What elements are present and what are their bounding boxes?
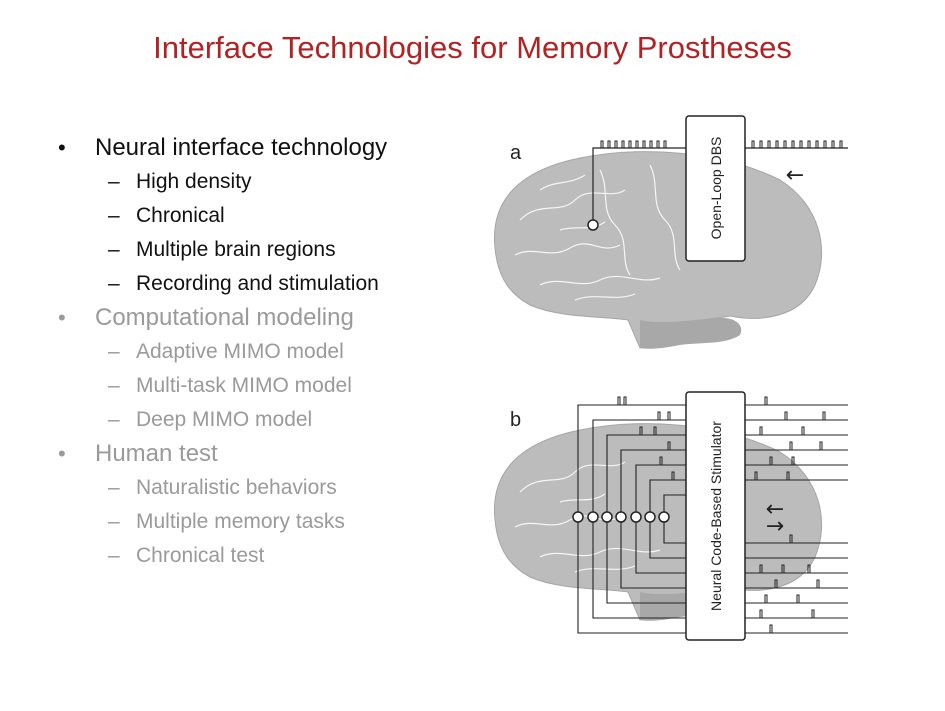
electrode-array <box>572 511 670 523</box>
subitem: –Multi-task MIMO model <box>58 369 438 403</box>
panel-a-label: a <box>510 142 522 164</box>
dash-icon: – <box>108 374 120 397</box>
subitem: –Adaptive MIMO model <box>58 335 438 369</box>
bullet-dot-icon: • <box>58 305 66 330</box>
bullet-label: Human test <box>95 440 218 467</box>
subitem-label: Chronical test <box>136 544 265 567</box>
subitem: –Chronical <box>58 199 438 233</box>
arrow-left-icon: ← <box>766 497 784 522</box>
stimulator-box-label: Neural Code-Based Stimulator <box>708 421 724 611</box>
subitem-label: Naturalistic behaviors <box>136 476 337 499</box>
stimulator-box <box>685 391 746 641</box>
subitem: –High density <box>58 165 438 199</box>
arrow-left-icon: ← <box>786 163 804 188</box>
dbs-box <box>685 115 746 262</box>
bullet-dot-icon: • <box>58 441 66 466</box>
dash-icon: – <box>108 408 120 431</box>
bullet-label: Neural interface technology <box>95 134 388 161</box>
subitem-label: Adaptive MIMO model <box>136 340 344 363</box>
dash-icon: – <box>108 204 120 227</box>
electrode-4 <box>615 511 627 523</box>
subitem: –Chronical test <box>58 539 438 573</box>
subitem: –Naturalistic behaviors <box>58 471 438 505</box>
subitem-label: Multiple memory tasks <box>136 510 345 533</box>
subitem: –Multiple brain regions <box>58 233 438 267</box>
bullet-neural-interface: • Neural interface technology <box>58 131 438 165</box>
output-wires <box>745 404 848 634</box>
arrow-right-icon: → <box>766 514 784 539</box>
electrode-5 <box>630 511 642 523</box>
electrode-2 <box>587 511 599 523</box>
output-spikes <box>754 396 826 633</box>
bullet-human-test: • Human test <box>58 437 438 471</box>
electrode-1 <box>572 511 584 523</box>
electrode-7 <box>658 511 670 523</box>
dbs-box-label: Open-Loop DBS <box>708 137 724 240</box>
bullet-dot-icon: • <box>58 135 66 160</box>
subitem-label: Chronical <box>136 204 225 227</box>
input-pulses <box>617 396 675 480</box>
cerebellum-a-image <box>640 317 742 349</box>
subitem-label: Multi-task MIMO model <box>136 374 352 397</box>
bullet-computational-modeling: • Computational modeling <box>58 301 438 335</box>
dash-icon: – <box>108 476 120 499</box>
input-wires <box>577 404 686 634</box>
brain-a-image <box>493 151 822 349</box>
panel-b: b <box>493 391 848 641</box>
dash-icon: – <box>108 272 120 295</box>
pulse-train-left <box>598 140 667 149</box>
dash-icon: – <box>108 170 120 193</box>
panel-a: a Open-Loop DBS ← <box>493 115 848 349</box>
subitem-label: Deep MIMO model <box>136 408 313 431</box>
subitem: –Deep MIMO model <box>58 403 438 437</box>
subitem-label: High density <box>136 170 252 193</box>
pulse-train-right <box>751 140 843 149</box>
bullet-label: Computational modeling <box>95 304 354 331</box>
subitem-label: Recording and stimulation <box>136 272 379 295</box>
slide-title: Interface Technologies for Memory Prosth… <box>153 30 792 65</box>
electrode-6 <box>644 511 656 523</box>
dash-icon: – <box>108 238 120 261</box>
dash-icon: – <box>108 544 120 567</box>
electrode-a <box>587 219 599 231</box>
subitem: –Recording and stimulation <box>58 267 438 301</box>
electrode-3 <box>601 511 613 523</box>
dash-icon: – <box>108 510 120 533</box>
brain-a-folds <box>514 164 681 301</box>
panel-b-label: b <box>510 409 521 431</box>
bullet-list: •Neural interface technology –High densi… <box>58 131 438 573</box>
dash-icon: – <box>108 340 120 363</box>
subitem: –Multiple memory tasks <box>58 505 438 539</box>
subitem-label: Multiple brain regions <box>136 238 336 261</box>
